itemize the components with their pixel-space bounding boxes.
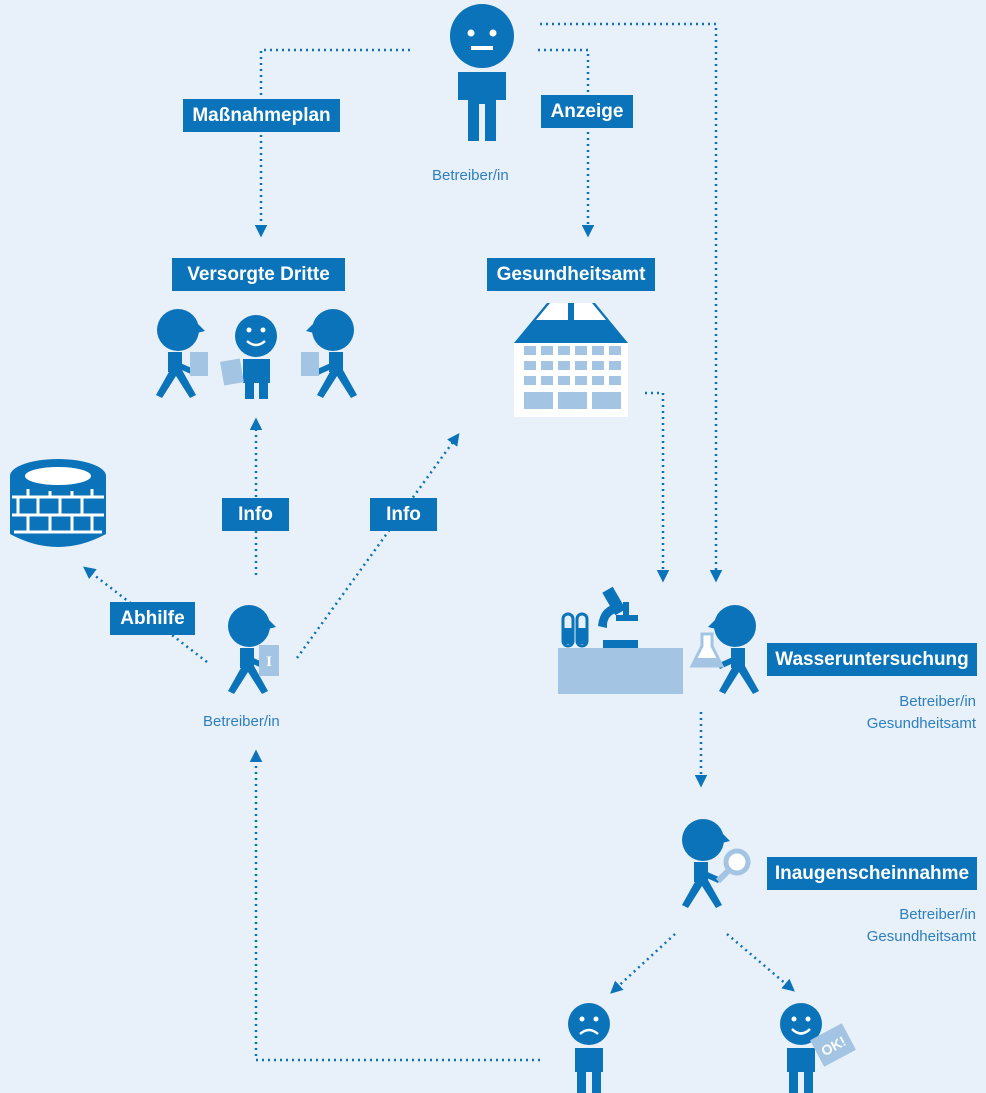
glass-icon — [220, 358, 244, 386]
tester-person-icon — [708, 605, 759, 694]
inspector-person-icon — [682, 819, 730, 908]
happy-person-icon — [780, 1003, 822, 1093]
microscope-icon — [598, 586, 638, 648]
connector-operator-to-health-office — [538, 48, 595, 238]
connector-inspection-to-unhappy — [610, 933, 676, 994]
connector-operator-to-water-test — [540, 22, 723, 583]
label-info-right: Info — [370, 498, 437, 531]
connector-info-to-health-office — [295, 432, 460, 659]
info-sheet-letter: I — [266, 654, 272, 670]
caption-water-test-health-office: Gesundheitsamt — [866, 715, 976, 732]
caption-inspection-operator: Betreiber/in — [899, 906, 976, 923]
label-massnahmeplan: Maßnahmeplan — [183, 99, 340, 132]
operator-person-icon — [450, 4, 514, 141]
caption-top-operator: Betreiber/in — [432, 167, 509, 184]
caption-left-operator: Betreiber/in — [203, 713, 280, 730]
label-inaugenscheinnahme: Inaugenscheinnahme — [767, 857, 977, 890]
label-wasseruntersuchung: Wasseruntersuchung — [767, 643, 977, 676]
flask-icon — [689, 632, 725, 668]
ok-sign-icon: OK! — [810, 1023, 856, 1067]
well-icon — [10, 459, 106, 547]
third-party-person-right-icon — [306, 309, 357, 398]
glass-icon — [301, 352, 319, 376]
label-info-left: Info — [222, 498, 289, 531]
connector-health-office-to-water-test — [645, 391, 670, 583]
label-gesundheitsamt: Gesundheitsamt — [487, 258, 655, 291]
caption-water-test-roles: Betreiber/in Gesundheitsamt — [867, 691, 976, 735]
label-anzeige: Anzeige — [541, 95, 633, 128]
lab-bench-icon — [558, 648, 683, 694]
caption-inspection-roles: Betreiber/in Gesundheitsamt — [867, 904, 976, 948]
magnifying-glass-icon — [715, 848, 751, 884]
label-versorgte-dritte: Versorgte Dritte — [172, 258, 345, 291]
caption-inspection-health-office: Gesundheitsamt — [866, 928, 976, 945]
connector-unhappy-back-to-operator — [249, 749, 540, 1062]
connector-operator-to-remedy — [83, 566, 208, 663]
glass-icon — [190, 352, 208, 376]
connector-inspection-to-ok — [726, 933, 795, 992]
caption-water-test-operator: Betreiber/in — [899, 693, 976, 710]
label-abhilfe: Abhilfe — [110, 602, 195, 635]
health-office-building-icon — [514, 303, 628, 417]
third-party-person-center-icon — [235, 315, 277, 399]
unhappy-person-icon — [568, 1003, 610, 1093]
test-tubes-icon — [561, 612, 589, 648]
connector-operator-to-third-parties — [254, 48, 410, 238]
operator-with-info-sheet-icon: I — [228, 605, 279, 694]
